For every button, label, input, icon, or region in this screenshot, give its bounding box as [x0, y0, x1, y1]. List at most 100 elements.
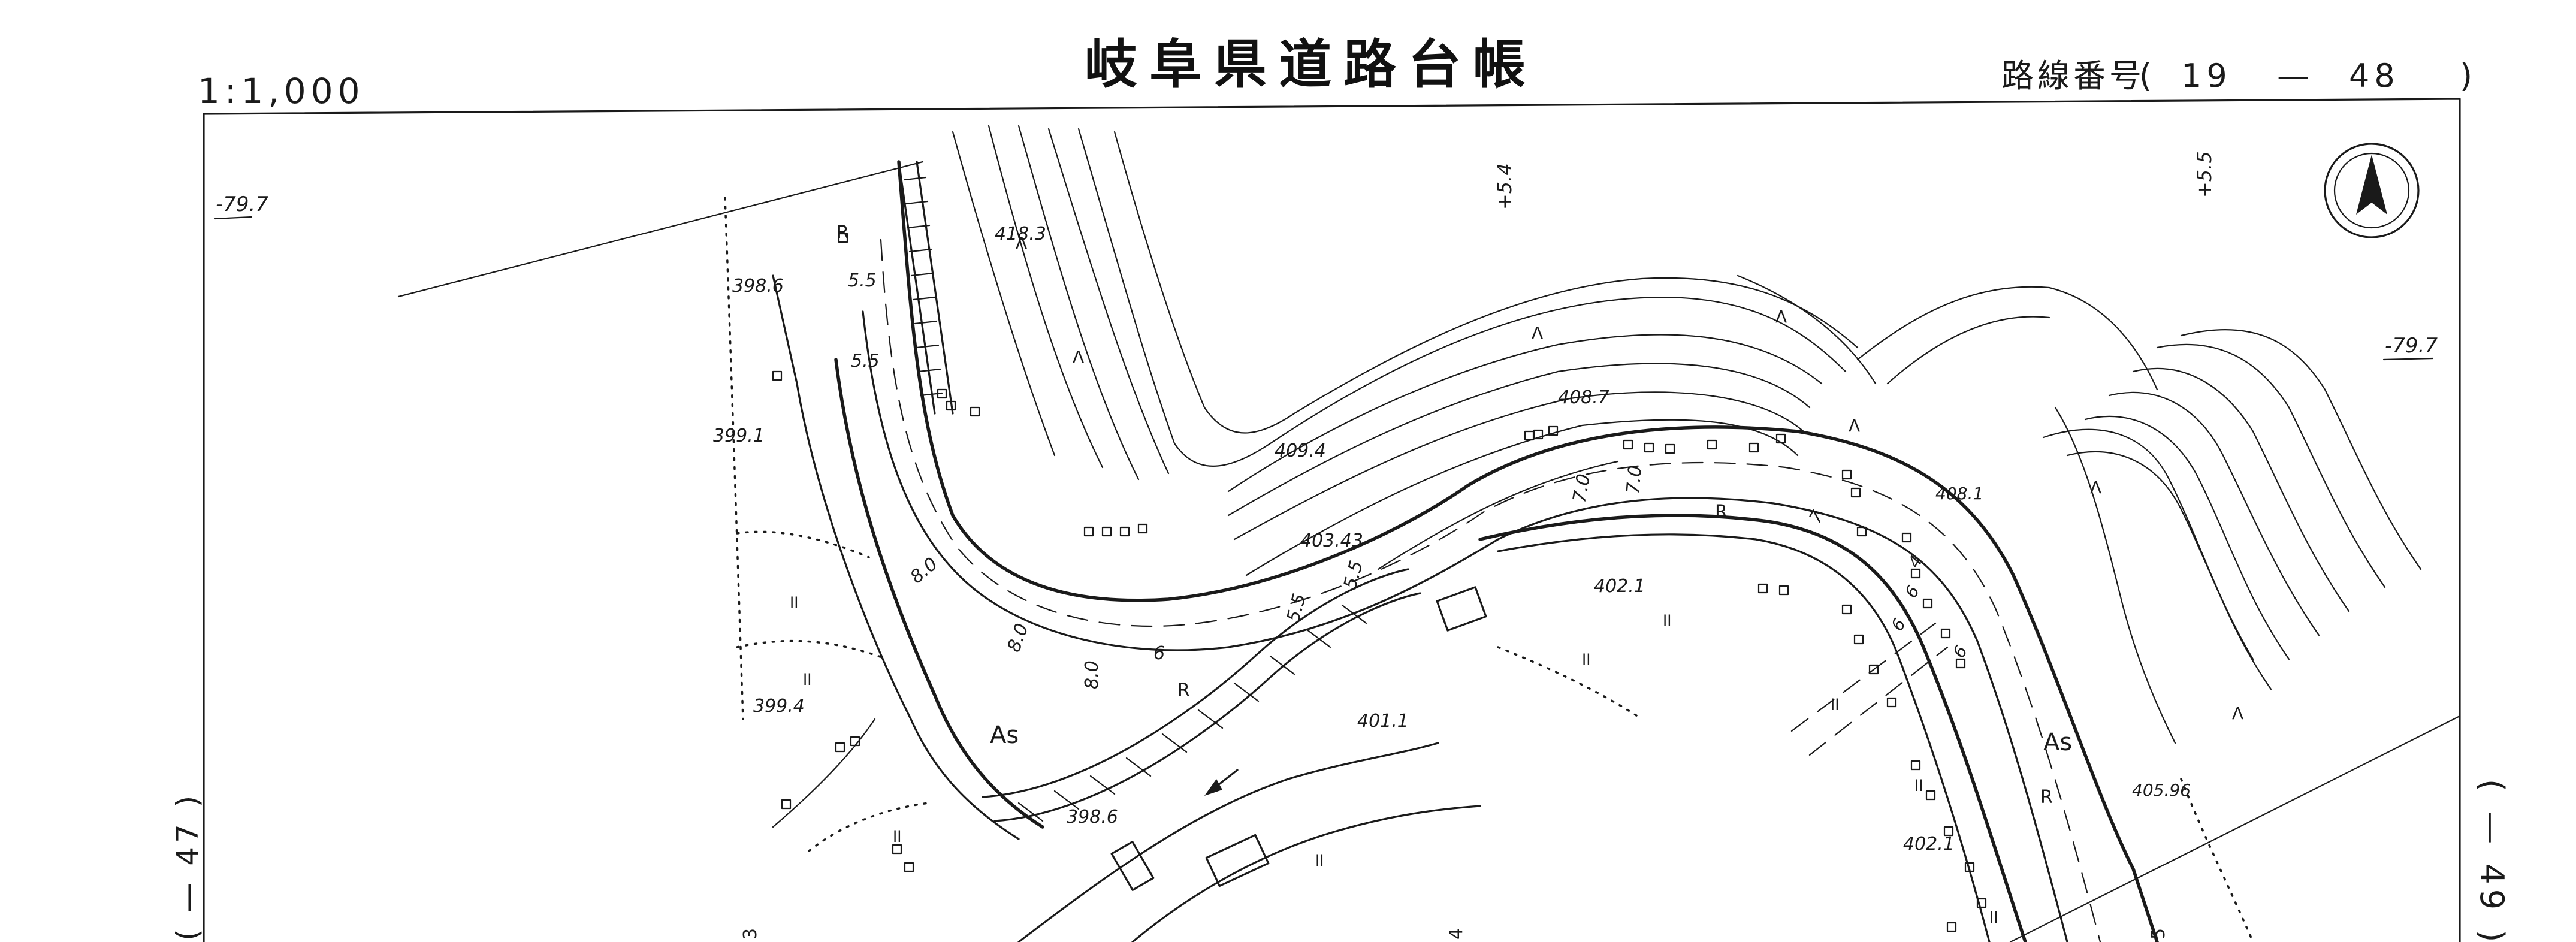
marker: [1778, 585, 1789, 596]
width-label: 8.0: [1082, 660, 1103, 689]
section-mark-5: 5: [2148, 928, 2169, 940]
field-label: ll: [803, 671, 811, 689]
width-label: 5.5: [1340, 558, 1367, 591]
map-title: 岐阜県道路台帳: [1085, 34, 1538, 95]
grid-mark-top-a: +5.4: [1493, 163, 1516, 210]
elevation-label: 402.1: [1594, 576, 1645, 597]
slope-label: Λ: [2232, 704, 2243, 723]
field-label: ll: [1582, 651, 1590, 669]
width-label: 8.0: [907, 554, 942, 588]
marker: [1886, 697, 1897, 708]
elevation-label: 405.96: [2132, 780, 2191, 800]
elevation-labels: 418.3 398.6 399.1 399.4 408.7 409.4 403.…: [713, 224, 2191, 855]
building-outlines: [1110, 586, 1487, 891]
elevation-label: 418.3: [995, 224, 1046, 244]
marker: [1946, 922, 1957, 932]
marker: [1922, 598, 1933, 609]
width-labels: 5.5 5.5 8.0 8.0 8.0 5.5 5.5 7.0 7.0 6 6 …: [848, 270, 1971, 689]
marker: [1964, 862, 1975, 872]
radius-label: R: [836, 222, 849, 243]
radius-label: R: [1715, 502, 1728, 523]
marker: [1775, 433, 1786, 444]
road-alignment: [772, 160, 2159, 942]
width-label: 5.5: [1283, 591, 1310, 624]
width-label: 5.5: [851, 351, 880, 372]
marker: [1850, 487, 1861, 498]
marker: [835, 742, 845, 753]
section-line-left: [397, 161, 924, 298]
elevation-label: 398.6: [1067, 807, 1118, 828]
route-number-dash: —: [2277, 57, 2309, 95]
building: [1436, 586, 1487, 632]
marker: [1943, 826, 1954, 837]
marker: [1665, 443, 1675, 454]
marker: [1955, 658, 1966, 669]
marker: [850, 736, 860, 747]
marker: [1841, 469, 1852, 480]
marker: [892, 844, 902, 855]
field-label: ll: [1831, 696, 1839, 714]
elevation-label: 409.4: [1275, 440, 1326, 461]
marker: [1533, 429, 1544, 440]
field-label: ll: [1315, 852, 1324, 870]
elevation-label: 408.7: [1558, 387, 1609, 408]
field-label: ll: [1989, 909, 1998, 927]
north-arrow-icon: [2324, 143, 2420, 238]
building: [1110, 841, 1155, 891]
width-label: 6: [1949, 642, 1971, 662]
elevation-label: 403.43: [1300, 530, 1363, 551]
marker: [1925, 790, 1936, 801]
width-label: 5.5: [848, 270, 877, 291]
utility-markers: [772, 233, 1987, 932]
width-label: 6: [1887, 615, 1909, 635]
slope-label: Λ: [1775, 307, 1787, 327]
elevation-label: 398.6: [732, 276, 784, 297]
route-number-close: ): [2460, 57, 2472, 95]
route-number-label: 路線番号: [2001, 57, 2145, 95]
marker: [1707, 439, 1717, 450]
width-label: 6: [1901, 582, 1923, 602]
marker: [1548, 425, 1559, 436]
marker: [946, 400, 956, 411]
marker: [838, 233, 848, 243]
field-label: ll: [1914, 777, 1923, 795]
symbol-labels: As As R R R R ll ll ll ll ll ll ll ll ll…: [790, 222, 2243, 927]
radius-label: R: [2040, 787, 2053, 808]
marker: [970, 406, 980, 417]
section-line-right: [2009, 715, 2461, 942]
width-label: 7.0: [1569, 472, 1594, 504]
slope-label: Λ: [1016, 233, 1027, 253]
marker: [1137, 523, 1148, 534]
section-mark-3: 3: [740, 928, 761, 940]
marker: [1748, 442, 1759, 453]
grid-mark-top-left: -79.7: [216, 192, 268, 216]
width-label: 7: [1805, 507, 1828, 526]
map-frame: [203, 98, 2461, 942]
slope-label: Λ: [1532, 323, 1543, 343]
marker: [937, 388, 947, 399]
elevation-label: 402.1: [1903, 834, 1955, 855]
boundary-lines: [724, 197, 2254, 942]
marker: [1623, 439, 1633, 450]
marker: [1119, 526, 1130, 537]
route-number-b: 48: [2349, 57, 2400, 95]
marker: [1644, 442, 1654, 453]
marker: [781, 799, 792, 810]
marker: [1083, 526, 1094, 537]
grid-mark-right: -79.7: [2385, 334, 2438, 358]
elevation-label: 399.1: [713, 425, 765, 446]
marker: [1910, 568, 1921, 579]
building: [1205, 834, 1270, 887]
grid-mark-top-b: +5.5: [2193, 151, 2216, 198]
marker: [1868, 664, 1879, 675]
marker: [904, 862, 914, 872]
route-number-a: 19: [2181, 57, 2232, 95]
marker: [1853, 634, 1864, 645]
route-number-open: (: [2139, 57, 2152, 95]
elevation-label: 399.4: [753, 696, 805, 717]
contour-lines: [952, 125, 2422, 744]
width-label: 6: [1153, 643, 1165, 664]
adjacent-sheet-left: ( — 47 ): [170, 792, 205, 941]
elevation-label: 401.1: [1357, 711, 1409, 732]
marker: [1940, 628, 1951, 639]
